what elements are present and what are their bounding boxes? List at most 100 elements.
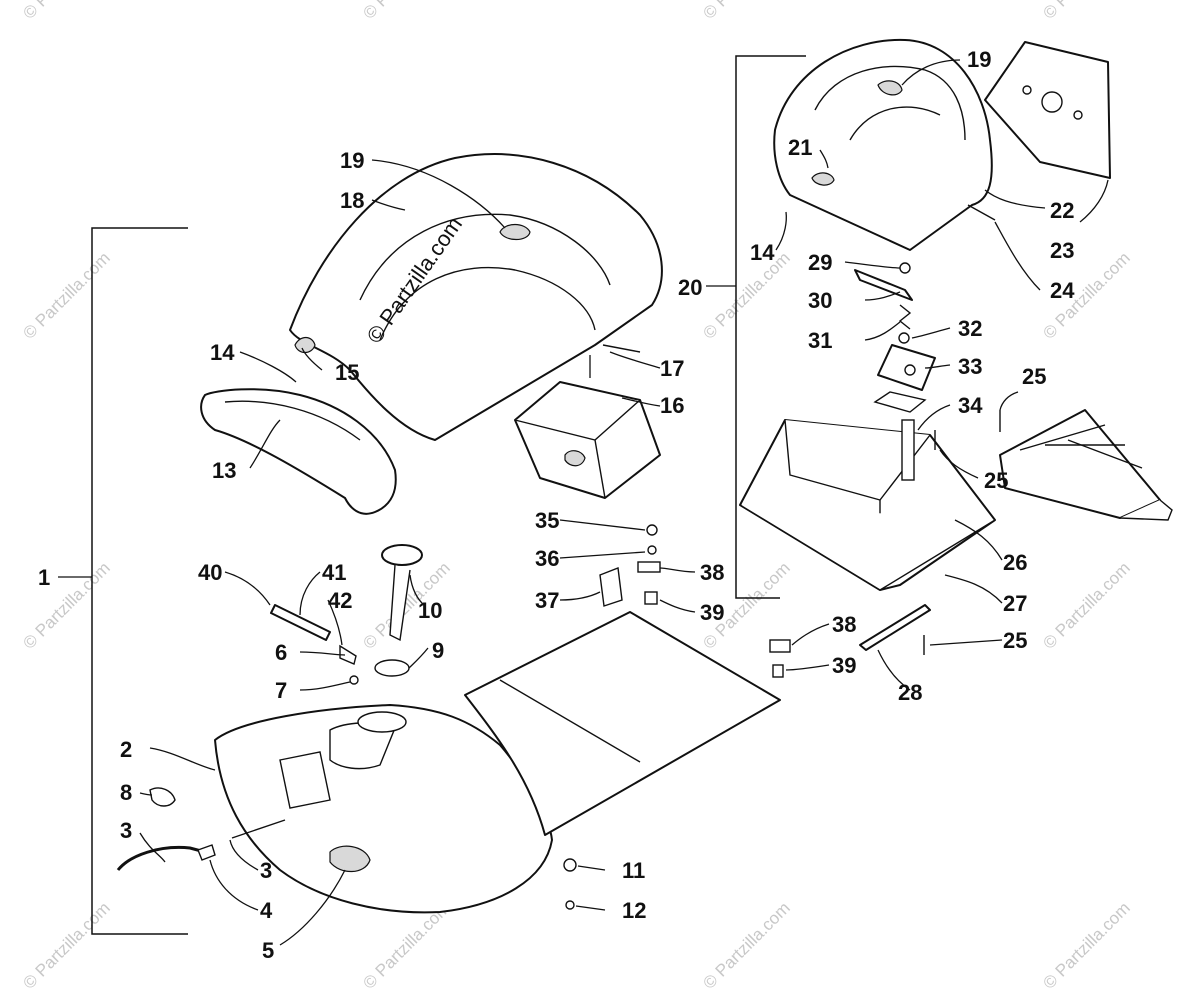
leader-lines bbox=[58, 59, 1109, 946]
callout-label: 14 bbox=[210, 340, 235, 365]
hardware-part bbox=[563, 858, 577, 872]
callout-label: 5 bbox=[262, 938, 274, 963]
callout-label: 19 bbox=[967, 47, 991, 72]
screw-part bbox=[899, 262, 911, 274]
callout-label: 9 bbox=[432, 638, 444, 663]
callout-label: 7 bbox=[275, 678, 287, 703]
fuel-line-part bbox=[116, 845, 206, 871]
watermark: © Partzilla.com bbox=[699, 898, 793, 992]
callout-label: 40 bbox=[198, 560, 222, 585]
bracket-37-part bbox=[599, 567, 623, 607]
callout-label: 16 bbox=[660, 393, 684, 418]
watermark: © Partzilla.com bbox=[1039, 558, 1133, 652]
callout-label: 42 bbox=[328, 588, 352, 613]
callout-label: 14 bbox=[750, 240, 775, 265]
callout-label: 8 bbox=[120, 780, 132, 805]
callout-label: 27 bbox=[1003, 591, 1027, 616]
rear-cowl-part bbox=[773, 38, 993, 251]
callout-label: 10 bbox=[418, 598, 442, 623]
callout-label: 38 bbox=[700, 560, 724, 585]
gasket-part bbox=[873, 391, 927, 413]
callout-label: 25 bbox=[1003, 628, 1027, 653]
latch-part bbox=[854, 269, 913, 301]
callout-label: 4 bbox=[260, 898, 273, 923]
tube-part bbox=[231, 819, 286, 839]
callout-label: 38 bbox=[832, 612, 856, 637]
watermark: © Partzilla.com bbox=[699, 248, 793, 342]
callout-label: 3 bbox=[260, 858, 272, 883]
filter-part bbox=[197, 844, 216, 861]
callout-label: 36 bbox=[535, 546, 559, 571]
watermark: © Partzilla.com bbox=[699, 0, 793, 23]
rail-strip-part bbox=[859, 604, 931, 651]
callout-label: 37 bbox=[535, 588, 559, 613]
callout-label: 26 bbox=[1003, 550, 1027, 575]
pin-part bbox=[602, 344, 641, 353]
callout-label: 39 bbox=[832, 653, 856, 678]
bracket-plate-part bbox=[877, 344, 936, 391]
watermark: © Partzilla.com bbox=[19, 898, 113, 992]
clip-part bbox=[898, 332, 910, 344]
hardware-part bbox=[769, 639, 791, 653]
vent-hose-part bbox=[270, 604, 331, 641]
clamp-part bbox=[149, 787, 176, 807]
callout-label: 17 bbox=[660, 356, 684, 381]
callout-label: 31 bbox=[808, 328, 832, 353]
callout-label: 28 bbox=[898, 680, 922, 705]
fitting-part bbox=[339, 644, 357, 665]
console-box-part bbox=[739, 419, 996, 591]
hardware-part bbox=[967, 204, 996, 221]
callout-label: 41 bbox=[322, 560, 346, 585]
callout-label: 13 bbox=[212, 458, 236, 483]
storage-box-part bbox=[514, 381, 661, 499]
callout-label: 30 bbox=[808, 288, 832, 313]
hardware-part bbox=[647, 545, 657, 555]
callout-label: 19 bbox=[340, 148, 364, 173]
watermark: © Partzilla.com bbox=[1039, 0, 1133, 23]
fuel-cap-part bbox=[381, 544, 423, 642]
callout-label: 2 bbox=[120, 737, 132, 762]
callout-label: 35 bbox=[535, 508, 559, 533]
callout-label: 33 bbox=[958, 354, 982, 379]
callout-labels: 1 2 3 3 4 5 6 7 8 9 10 11 12 13 14 14 15… bbox=[38, 47, 1075, 963]
watermark: © Partzilla.com bbox=[19, 0, 113, 23]
spring-part bbox=[898, 304, 912, 330]
seat-cover-part bbox=[200, 388, 397, 515]
watermark: © Partzilla.com bbox=[19, 558, 113, 652]
watermark: © Partzilla.com bbox=[1039, 898, 1133, 992]
washer-part bbox=[349, 675, 359, 685]
callout-label: 20 bbox=[678, 275, 702, 300]
callout-label: 32 bbox=[958, 316, 982, 341]
callout-label: 6 bbox=[275, 640, 287, 665]
o-ring-part bbox=[374, 659, 410, 677]
floor-plate-fold bbox=[499, 679, 641, 763]
fuel-tank-part bbox=[214, 704, 553, 914]
callout-label: 24 bbox=[1050, 278, 1075, 303]
footrest-part bbox=[999, 409, 1173, 521]
seat-part bbox=[289, 153, 663, 441]
callout-label: 11 bbox=[622, 858, 645, 883]
hardware-part bbox=[644, 591, 658, 605]
callout-label: 15 bbox=[335, 360, 359, 385]
hardware-part bbox=[646, 524, 658, 536]
bracket-assembly-1 bbox=[91, 227, 188, 935]
callout-label: 39 bbox=[700, 600, 724, 625]
callout-label: 34 bbox=[958, 393, 983, 418]
watermark: © Partzilla.com bbox=[359, 0, 453, 23]
watermark: © Partzilla.com bbox=[19, 248, 113, 342]
callout-label: 1 bbox=[38, 565, 50, 590]
callout-label: 25 bbox=[984, 468, 1008, 493]
bracket-assembly-20 bbox=[735, 55, 806, 599]
pad-part bbox=[984, 41, 1111, 179]
callout-label: 18 bbox=[340, 188, 364, 213]
callout-label: 23 bbox=[1050, 238, 1074, 263]
callout-label: 25 bbox=[1022, 364, 1046, 389]
callout-label: 3 bbox=[120, 818, 132, 843]
hardware-part bbox=[772, 664, 784, 678]
callout-label: 22 bbox=[1050, 198, 1074, 223]
callout-label: 12 bbox=[622, 898, 646, 923]
hardware-part bbox=[565, 900, 575, 910]
callout-label: 29 bbox=[808, 250, 832, 275]
callout-label: 21 bbox=[788, 135, 812, 160]
